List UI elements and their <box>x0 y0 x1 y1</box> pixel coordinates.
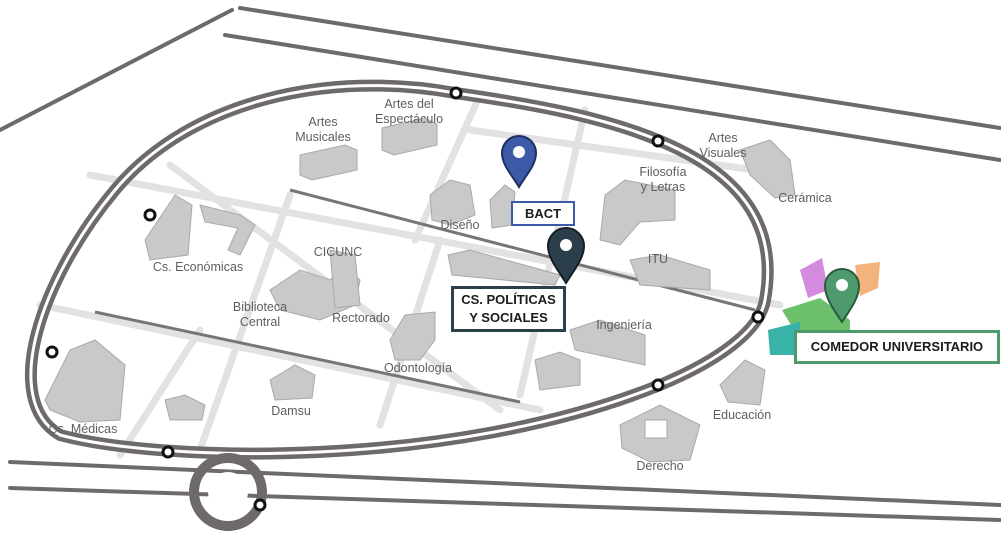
roundabout <box>189 453 267 531</box>
label-rectorado: Rectorado <box>332 311 390 325</box>
building-ceramica <box>739 139 796 199</box>
label-filosofia-2: y Letras <box>641 180 685 194</box>
building-cs-economicas-b <box>199 204 256 256</box>
label-damsu: Damsu <box>271 404 311 418</box>
building-odontologia <box>389 311 436 361</box>
junction-dot <box>651 134 665 148</box>
callout-bact[interactable]: BACT <box>511 201 575 226</box>
pin-comedor[interactable] <box>823 268 861 324</box>
street-d <box>196 191 294 454</box>
building-derecho-courtyard <box>644 419 668 439</box>
label-artes-musicales-2: Musicales <box>295 130 351 144</box>
building-cs-politicas <box>447 249 561 286</box>
pin-bact[interactable] <box>500 135 538 189</box>
label-odontologia: Odontología <box>384 361 452 375</box>
place-labels: Artes Musicales Artes del Espectáculo Ar… <box>49 97 832 473</box>
label-cs-medicas: Cs. Médicas <box>49 422 118 436</box>
inner-street-edges <box>94 188 756 404</box>
building-artes-espectaculo <box>381 117 438 156</box>
label-cs-economicas: Cs. Económicas <box>153 260 243 274</box>
main-road-south-2 <box>8 460 1001 507</box>
building-small <box>164 394 206 421</box>
callout-cs-politicas-line-2: Y SOCIALES <box>469 310 548 325</box>
callout-comedor-label: COMEDOR UNIVERSITARIO <box>810 339 984 354</box>
label-educacion: Educación <box>713 408 771 422</box>
map-pin-icon <box>823 268 861 324</box>
label-ceramica: Cerámica <box>778 191 832 205</box>
map-pin-icon <box>546 227 586 285</box>
street-edge-b <box>289 188 756 312</box>
junction-dot <box>253 498 267 512</box>
junction-dot <box>449 86 463 100</box>
pin-cs-politicas[interactable] <box>546 227 586 285</box>
comedor-building-pink <box>800 258 828 298</box>
street-edge-a <box>94 310 521 404</box>
callout-comedor[interactable]: COMEDOR UNIVERSITARIO <box>794 330 1000 364</box>
roundabout-island <box>208 472 248 512</box>
junction-dot <box>143 208 157 222</box>
pin-dot <box>513 146 525 158</box>
building-cs-medicas <box>44 339 126 423</box>
map-pin-icon <box>500 135 538 189</box>
label-biblioteca-2: Central <box>240 315 280 329</box>
junction-dot <box>161 445 175 459</box>
label-cicunc: CICUNC <box>314 245 363 259</box>
ring-road-center <box>29 84 770 456</box>
main-road-west <box>0 8 234 132</box>
label-ingenieria: Ingeniería <box>596 318 652 332</box>
building-itu <box>629 254 711 291</box>
street-b <box>36 301 544 414</box>
junction-dot <box>751 310 765 324</box>
building-cs-economicas-a <box>144 194 193 261</box>
pin-dot <box>560 239 572 251</box>
callout-cs-politicas-line-1: CS. POLÍTICAS <box>461 292 556 307</box>
pin-dot <box>836 279 848 291</box>
building-filosofia <box>599 179 676 246</box>
label-artes-musicales-1: Artes <box>308 115 337 129</box>
label-artes-visuales-2: Visuales <box>699 146 746 160</box>
main-road-south <box>8 486 1001 522</box>
junction-dot <box>651 378 665 392</box>
junction-dot <box>45 345 59 359</box>
comedor-building-teal <box>768 322 800 355</box>
callout-cs-politicas[interactable]: CS. POLÍTICAS Y SOCIALES <box>451 286 566 332</box>
building-diseno <box>429 179 476 226</box>
street-i <box>116 326 204 459</box>
junction-dots <box>45 86 765 512</box>
outer-roads <box>0 6 1001 522</box>
building-cicunc <box>329 249 361 309</box>
label-derecho: Derecho <box>636 459 683 473</box>
label-artes-espectaculo-2: Espectáculo <box>375 112 443 126</box>
building-damsu <box>269 364 316 401</box>
label-artes-visuales-1: Artes <box>708 131 737 145</box>
label-diseno: Diseño <box>441 218 480 232</box>
label-biblioteca-1: Biblioteca <box>233 300 287 314</box>
buildings <box>44 117 796 463</box>
main-road-north <box>238 6 1001 130</box>
label-filosofia-1: Filosofía <box>639 165 686 179</box>
building-artes-musicales <box>299 144 358 181</box>
building-ingenieria <box>569 319 646 366</box>
street-g <box>411 91 484 244</box>
label-artes-espectaculo-1: Artes del <box>384 97 433 111</box>
comedor-building-orange <box>855 262 880 296</box>
label-itu: ITU <box>648 252 668 266</box>
building-educacion <box>719 359 766 406</box>
main-road-north-2 <box>223 33 1001 162</box>
building-ingenieria-annex <box>534 351 581 391</box>
callout-bact-label: BACT <box>524 206 562 221</box>
